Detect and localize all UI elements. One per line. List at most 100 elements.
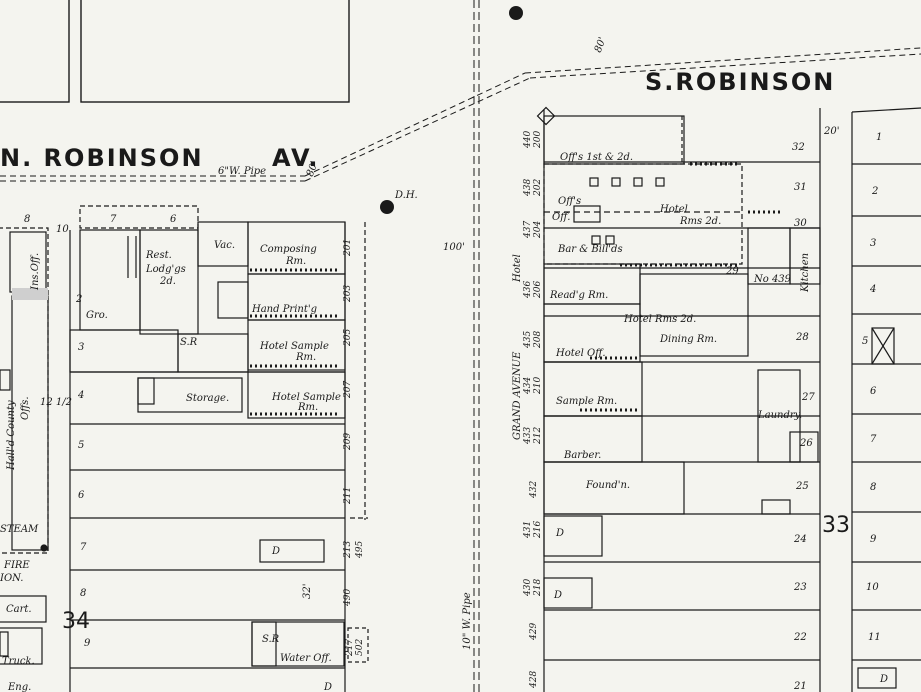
addr-200: 200 bbox=[533, 131, 543, 149]
addr-502: 502 bbox=[355, 639, 365, 656]
lot-24: 24 bbox=[793, 534, 807, 545]
lot-26: 26 bbox=[799, 438, 813, 449]
room-offs: Off's bbox=[558, 196, 581, 207]
addr-436: 436 bbox=[523, 281, 533, 299]
label-hall-county: Hall'd County bbox=[6, 400, 17, 471]
room-off: Off. bbox=[552, 212, 570, 223]
addr-435: 435 bbox=[523, 331, 533, 349]
label-cart: Cart. bbox=[6, 604, 32, 615]
dim-80-left: 80' bbox=[305, 160, 321, 178]
lot-31: 31 bbox=[794, 182, 807, 193]
block-number-33: 33 bbox=[822, 513, 850, 538]
right-main-block bbox=[536, 106, 821, 692]
lot-8: 8 bbox=[80, 588, 86, 599]
far-lot-8: 8 bbox=[870, 482, 876, 493]
lot-4: 4 bbox=[77, 390, 84, 401]
lot-25: 25 bbox=[795, 481, 809, 492]
street-label-grand-avenue: GRAND AVENUE bbox=[512, 351, 523, 440]
room-rms-2d: Rms 2d. bbox=[679, 216, 721, 227]
addr-432: 432 bbox=[529, 481, 539, 499]
label-offs: Offs. bbox=[20, 396, 31, 420]
far-lot-4: 4 bbox=[869, 284, 876, 295]
addr-216: 216 bbox=[533, 521, 543, 539]
lot-7: 7 bbox=[80, 542, 87, 553]
room-hotel: Hotel bbox=[659, 204, 688, 215]
room-dining: Dining Rm. bbox=[659, 334, 717, 345]
room-lodgings: Lodg'gs bbox=[145, 264, 186, 275]
street-label-s-robinson: S.ROBINSON bbox=[645, 68, 835, 96]
dim-32: 32' bbox=[302, 584, 313, 599]
room-hotel-sample-2-rm: Rm. bbox=[297, 402, 318, 413]
room-sample: Sample Rm. bbox=[556, 396, 617, 407]
room-barber: Barber. bbox=[563, 450, 601, 461]
label-ion: ION. bbox=[0, 573, 23, 584]
addr-437: 437 bbox=[523, 221, 533, 239]
room-readg: Read'g Rm. bbox=[549, 290, 608, 301]
addr-211: 211 bbox=[343, 487, 353, 505]
room-hotel-off: Hotel Off. bbox=[555, 348, 606, 359]
room-hotel-sample-2: Hotel Sample bbox=[271, 392, 341, 403]
lot-10-top: 10 bbox=[56, 224, 69, 235]
left-main-block bbox=[69, 205, 369, 692]
lot-21: 21 bbox=[793, 681, 807, 692]
right-lot-numbers: 32 31 30 29 28 27 26 25 24 23 22 21 bbox=[725, 142, 815, 692]
label-ins-off: Ins.Off. bbox=[30, 253, 41, 291]
addr-207: 207 bbox=[343, 381, 353, 399]
left-addresses: 201 203 205 207 209 211 213 490 495 217 … bbox=[343, 239, 365, 657]
lot-7-top: 7 bbox=[110, 214, 117, 225]
far-left-block bbox=[0, 227, 49, 665]
room-no439: No 439 bbox=[753, 274, 792, 285]
lot-28: 28 bbox=[795, 332, 809, 343]
lot-27: 27 bbox=[801, 392, 815, 403]
addr-430: 430 bbox=[523, 579, 533, 597]
far-lot-3: 3 bbox=[870, 238, 876, 249]
addr-433: 433 bbox=[523, 427, 533, 445]
lot-5: 5 bbox=[78, 440, 84, 451]
room-d-2: D bbox=[323, 682, 332, 692]
far-lot-11: 11 bbox=[868, 632, 881, 643]
block-number-34: 34 bbox=[62, 609, 90, 634]
room-offs-1-2: Off's 1st & 2d. bbox=[560, 152, 633, 163]
dim-20: 20' bbox=[823, 126, 839, 137]
far-lot-1: 1 bbox=[876, 132, 882, 143]
room-2d: 2d. bbox=[159, 276, 176, 287]
room-d-right: D bbox=[555, 528, 564, 539]
room-hotel-sample: Hotel Sample bbox=[259, 341, 329, 352]
lot-6: 6 bbox=[78, 490, 85, 501]
addr-209: 209 bbox=[343, 433, 353, 451]
lot-29: 29 bbox=[725, 266, 739, 277]
room-kitchen: Kitchen bbox=[800, 253, 811, 293]
far-right-block bbox=[851, 107, 921, 692]
room-gro: Gro. bbox=[86, 310, 108, 321]
room-hotel-sample-rm: Rm. bbox=[295, 352, 316, 363]
addr-217: 217 bbox=[345, 639, 355, 657]
label-eng: Eng. bbox=[7, 682, 31, 692]
street-label-hotel: Hotel bbox=[512, 254, 523, 283]
right-addresses: 440 200 438 202 437 204 436 206 435 208 … bbox=[523, 131, 543, 689]
dim-100: 100' bbox=[443, 242, 465, 253]
room-rest: Rest. bbox=[145, 250, 172, 261]
addr-208: 208 bbox=[533, 331, 543, 349]
addr-428: 428 bbox=[529, 671, 539, 689]
lot-22: 22 bbox=[793, 632, 807, 643]
label-twelve: 12 1/2 bbox=[40, 397, 72, 408]
addr-213: 213 bbox=[343, 541, 353, 559]
addr-201: 201 bbox=[343, 239, 353, 257]
addr-429: 429 bbox=[529, 623, 539, 641]
room-vac: Vac. bbox=[214, 240, 235, 251]
lot-3: 3 bbox=[78, 342, 84, 353]
hydrant-label: D.H. bbox=[394, 190, 418, 201]
addr-218: 218 bbox=[533, 579, 543, 597]
far-lot-10: 10 bbox=[866, 582, 879, 593]
far-lot-7: 7 bbox=[870, 434, 877, 445]
far-lot-2: 2 bbox=[871, 186, 878, 197]
label-fire: FIRE bbox=[3, 560, 30, 571]
addr-206: 206 bbox=[533, 281, 543, 299]
addr-210: 210 bbox=[533, 377, 543, 395]
pipe-label-10in: 10" W. Pipe bbox=[462, 592, 473, 650]
hydrant-dh bbox=[380, 200, 394, 214]
room-laundry: Laundry. bbox=[757, 410, 802, 421]
hydrant-top bbox=[509, 6, 523, 20]
addr-205: 205 bbox=[343, 329, 353, 347]
